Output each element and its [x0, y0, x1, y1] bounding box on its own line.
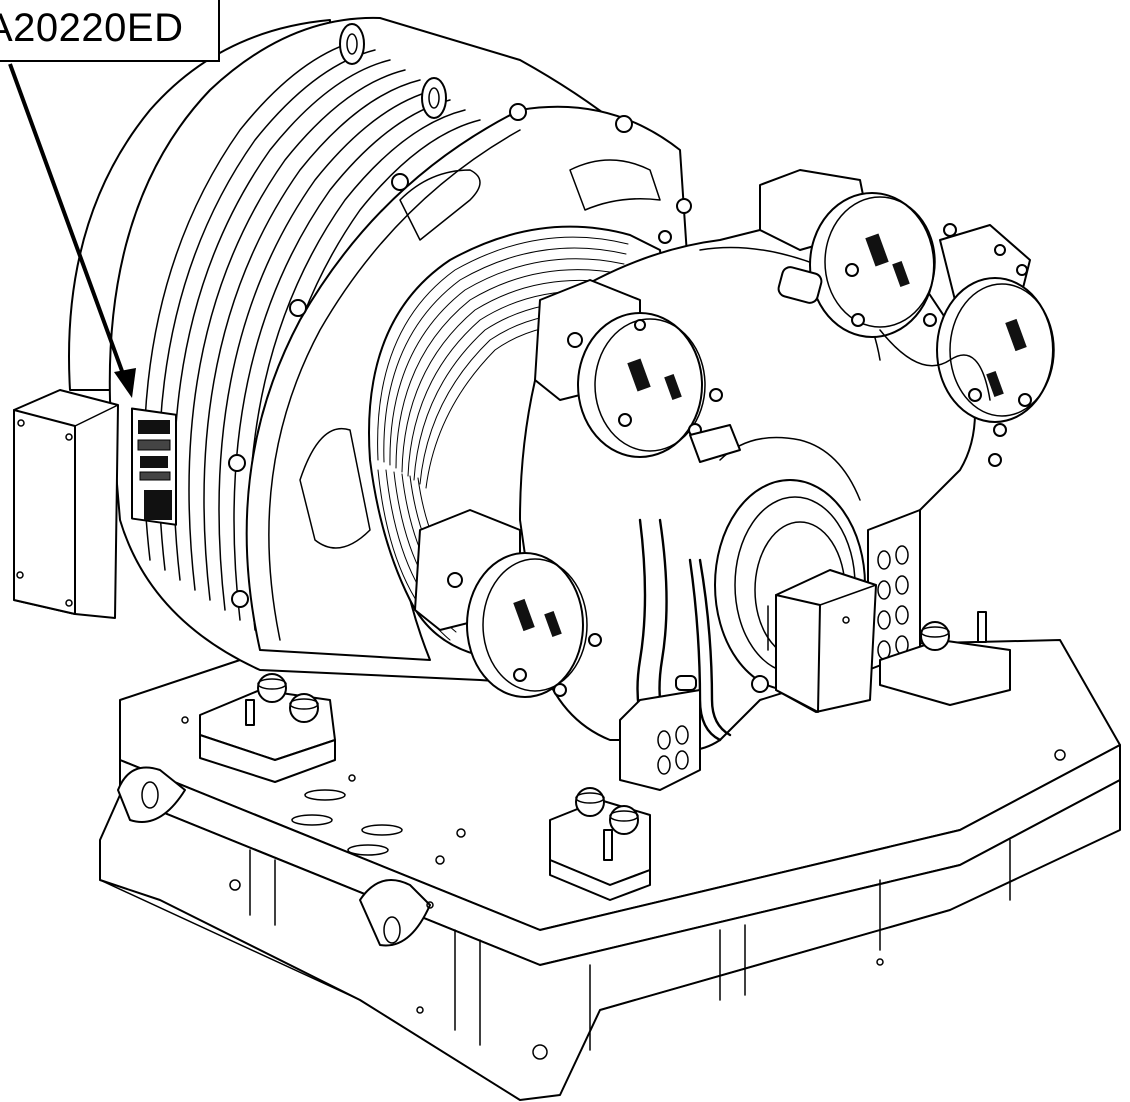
callout-label-box: A20220ED: [0, 0, 220, 62]
support-block-center: [549, 787, 651, 901]
support-block-left: [199, 673, 336, 783]
brake-unit-bottom-left: [414, 509, 602, 698]
terminal-box: [13, 389, 119, 619]
callout-leader: [8, 63, 136, 398]
brake-unit-top-right: [759, 169, 957, 338]
base-frame: [99, 639, 1121, 1101]
brake-unit-top-left: [534, 279, 741, 463]
support-block-right: [619, 611, 1011, 791]
brake-unit-right: [936, 224, 1055, 467]
callout-label: A20220ED: [0, 6, 184, 50]
